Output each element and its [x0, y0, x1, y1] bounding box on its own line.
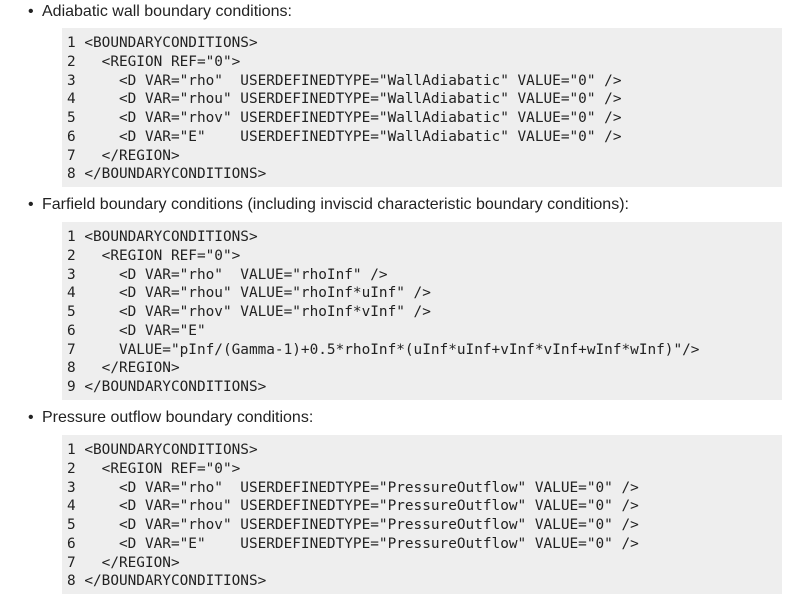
code-line: 8 </REGION>	[67, 359, 782, 378]
section-bullet: • Pressure outflow boundary conditions:	[28, 408, 313, 428]
code-text: </REGION>	[84, 360, 180, 377]
code-text: </REGION>	[84, 554, 180, 571]
code-line: 7 VALUE="pInf/(Gamma-1)+0.5*rhoInf*(uInf…	[67, 341, 782, 360]
code-text: <D VAR="rho" USERDEFINEDTYPE="WallAdiaba…	[84, 72, 622, 89]
code-line: 5 <D VAR="rhov" USERDEFINEDTYPE="WallAdi…	[67, 109, 782, 128]
line-number: 4	[67, 285, 85, 302]
code-block: 1 <BOUNDARYCONDITIONS>2 <REGION REF="0">…	[62, 28, 782, 187]
line-number: 6	[67, 322, 85, 339]
line-number: 1	[67, 442, 85, 458]
code-text: <BOUNDARYCONDITIONS>	[84, 229, 258, 245]
code-text: <REGION REF="0">	[84, 460, 241, 477]
code-line: 8 </BOUNDARYCONDITIONS>	[67, 572, 782, 591]
code-line: 3 <D VAR="rho" USERDEFINEDTYPE="Pressure…	[67, 479, 782, 498]
code-line: 3 <D VAR="rho" VALUE="rhoInf" />	[67, 266, 782, 285]
code-line: 4 <D VAR="rhou" USERDEFINEDTYPE="Pressur…	[67, 497, 782, 516]
line-number: 7	[67, 554, 85, 571]
line-number: 8	[67, 573, 85, 590]
code-block: 1 <BOUNDARYCONDITIONS>2 <REGION REF="0">…	[62, 222, 782, 400]
line-number: 1	[67, 229, 85, 245]
code-line: 2 <REGION REF="0">	[67, 247, 782, 266]
code-text: <D VAR="rhou" USERDEFINEDTYPE="PressureO…	[84, 498, 639, 515]
line-number: 8	[67, 360, 85, 377]
code-line: 6 <D VAR="E"	[67, 322, 782, 341]
code-text: <D VAR="E" USERDEFINEDTYPE="PressureOutf…	[84, 535, 639, 552]
code-text: <D VAR="rhov" VALUE="rhoInf*vInf" />	[84, 304, 431, 320]
code-block: 1 <BOUNDARYCONDITIONS>2 <REGION REF="0">…	[62, 435, 782, 594]
code-text: <BOUNDARYCONDITIONS>	[84, 442, 258, 458]
section-title: Farfield boundary conditions (including …	[42, 196, 629, 213]
code-text: <BOUNDARYCONDITIONS>	[84, 35, 258, 51]
line-number: 6	[67, 535, 85, 552]
code-text: <D VAR="E"	[84, 322, 206, 339]
code-line: 6 <D VAR="E" USERDEFINEDTYPE="WallAdiaba…	[67, 128, 782, 147]
line-number: 2	[67, 460, 85, 477]
code-text: <REGION REF="0">	[84, 247, 241, 264]
section-bullet: • Adiabatic wall boundary conditions:	[28, 2, 292, 22]
code-line: 8 </BOUNDARYCONDITIONS>	[67, 165, 782, 184]
line-number: 6	[67, 128, 85, 145]
code-line: 5 <D VAR="rhov" VALUE="rhoInf*vInf" />	[67, 303, 782, 322]
bullet-icon: •	[28, 3, 34, 20]
code-text: <D VAR="rhou" USERDEFINEDTYPE="WallAdiab…	[84, 91, 622, 108]
code-line: 7 </REGION>	[67, 147, 782, 166]
code-text: <D VAR="rhov" USERDEFINEDTYPE="PressureO…	[84, 517, 639, 533]
code-line: 6 <D VAR="E" USERDEFINEDTYPE="PressureOu…	[67, 535, 782, 554]
code-text: </BOUNDARYCONDITIONS>	[84, 573, 267, 590]
code-text: <D VAR="E" USERDEFINEDTYPE="WallAdiabati…	[84, 128, 622, 145]
line-number: 4	[67, 91, 85, 108]
line-number: 5	[67, 304, 85, 320]
bullet-icon: •	[28, 409, 34, 426]
code-text: <D VAR="rhov" USERDEFINEDTYPE="WallAdiab…	[84, 110, 622, 126]
line-number: 9	[67, 379, 85, 395]
code-line: 4 <D VAR="rhou" VALUE="rhoInf*uInf" />	[67, 284, 782, 303]
bullet-icon: •	[28, 196, 34, 213]
line-number: 3	[67, 72, 85, 89]
line-number: 8	[67, 166, 85, 183]
code-text: </REGION>	[84, 147, 180, 164]
code-text: </BOUNDARYCONDITIONS>	[84, 166, 267, 183]
code-text: <D VAR="rho" VALUE="rhoInf" />	[84, 266, 388, 283]
code-line: 1 <BOUNDARYCONDITIONS>	[67, 441, 782, 460]
code-line: 2 <REGION REF="0">	[67, 460, 782, 479]
code-line: 1 <BOUNDARYCONDITIONS>	[67, 34, 782, 53]
code-line: 5 <D VAR="rhov" USERDEFINEDTYPE="Pressur…	[67, 516, 782, 535]
section-bullet: • Farfield boundary conditions (including…	[28, 195, 629, 215]
code-text: </BOUNDARYCONDITIONS>	[84, 379, 267, 395]
line-number: 3	[67, 266, 85, 283]
code-line: 7 </REGION>	[67, 554, 782, 573]
code-line: 1 <BOUNDARYCONDITIONS>	[67, 228, 782, 247]
code-line: 2 <REGION REF="0">	[67, 53, 782, 72]
line-number: 7	[67, 147, 85, 164]
section-title: Adiabatic wall boundary conditions:	[42, 3, 292, 20]
line-number: 2	[67, 53, 85, 70]
line-number: 5	[67, 110, 85, 126]
code-text: VALUE="pInf/(Gamma-1)+0.5*rhoInf*(uInf*u…	[84, 341, 700, 358]
code-text: <REGION REF="0">	[84, 53, 241, 70]
line-number: 3	[67, 479, 85, 496]
code-text: <D VAR="rhou" VALUE="rhoInf*uInf" />	[84, 285, 431, 302]
line-number: 7	[67, 341, 85, 358]
code-text: <D VAR="rho" USERDEFINEDTYPE="PressureOu…	[84, 479, 639, 496]
code-line: 4 <D VAR="rhou" USERDEFINEDTYPE="WallAdi…	[67, 90, 782, 109]
line-number: 5	[67, 517, 85, 533]
section-title: Pressure outflow boundary conditions:	[42, 409, 314, 426]
line-number: 1	[67, 35, 85, 51]
code-line: 3 <D VAR="rho" USERDEFINEDTYPE="WallAdia…	[67, 72, 782, 91]
line-number: 4	[67, 498, 85, 515]
code-line: 9 </BOUNDARYCONDITIONS>	[67, 378, 782, 397]
line-number: 2	[67, 247, 85, 264]
